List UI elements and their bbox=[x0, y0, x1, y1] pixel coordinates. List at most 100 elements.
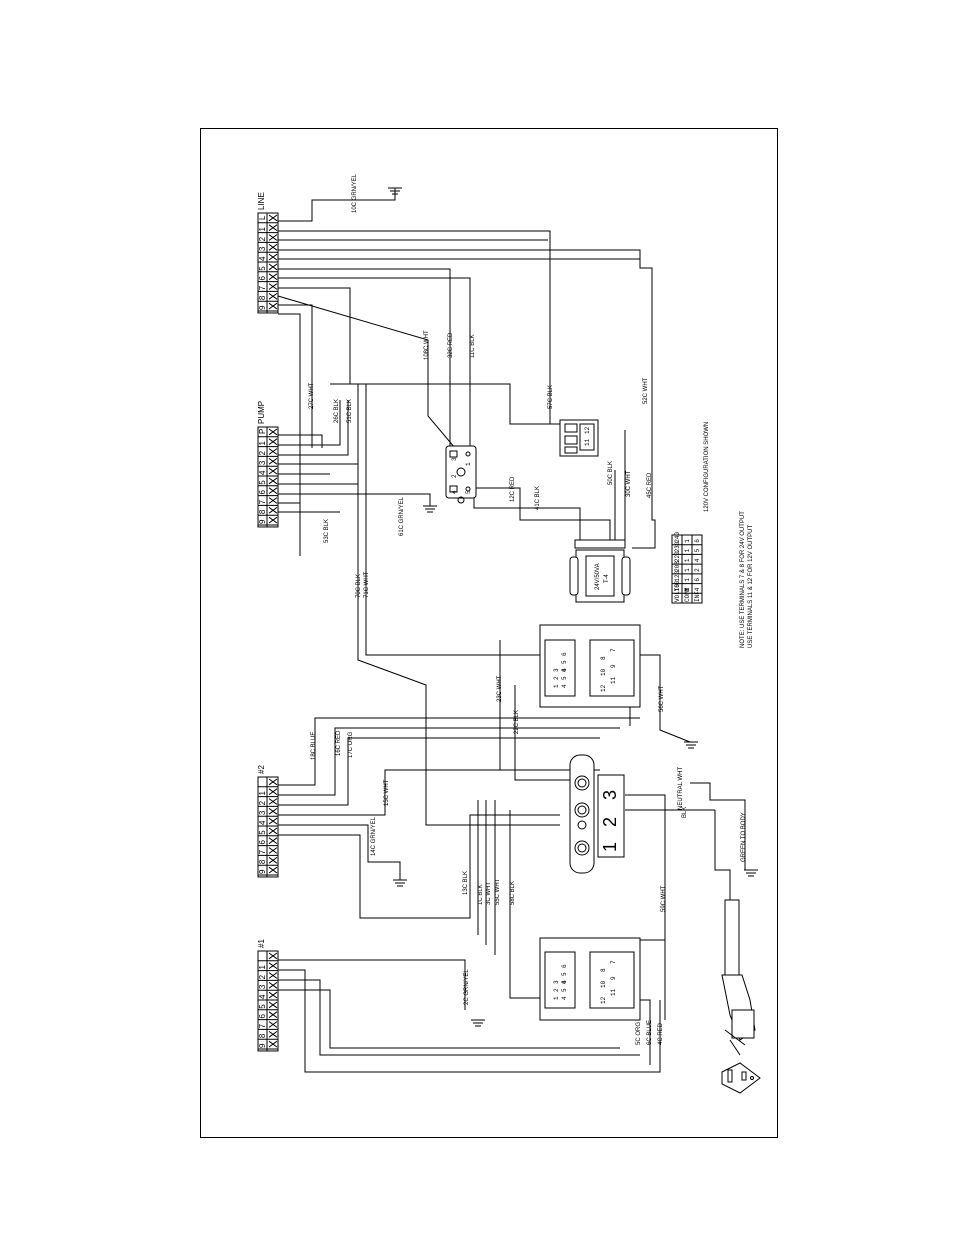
thermostat-number: 10 bbox=[600, 980, 607, 988]
relay-terminal-number: 4 bbox=[451, 490, 458, 494]
wire-label: 32C RED bbox=[448, 332, 454, 358]
table-cell: 1 bbox=[684, 587, 691, 591]
terminal-number: 5 bbox=[258, 266, 267, 271]
terminal-number: 9 bbox=[258, 869, 267, 874]
terminal-number: 9 bbox=[258, 1043, 267, 1048]
wire-label: 23C WHT bbox=[497, 675, 503, 702]
wire-label: 22C BLK bbox=[514, 710, 520, 734]
thermostat-number: 7 bbox=[610, 960, 617, 964]
thermostat-number: 9 bbox=[610, 664, 617, 668]
wire-label: 61C GRN/YEL bbox=[399, 496, 405, 536]
terminal-strips: 987654321LLINE987654321PPUMP987654321#29… bbox=[257, 192, 279, 1052]
wire-label: 51C BLK bbox=[347, 399, 353, 423]
thermostat-number: 8 bbox=[600, 656, 607, 660]
relay-terminal-number: 1 bbox=[465, 462, 472, 466]
terminal-title: LINE bbox=[257, 192, 266, 210]
thermostat-number: 4 bbox=[561, 980, 568, 984]
table-header: VOLTS bbox=[674, 584, 681, 602]
wire-label: 12C RED bbox=[510, 476, 516, 502]
terminal-number: 7 bbox=[258, 849, 267, 854]
wire-label: 2C GRN/YEL bbox=[464, 969, 470, 1005]
thermostat-number: 4 bbox=[561, 996, 568, 1000]
terminal-id: L bbox=[258, 215, 267, 220]
terminal-id: P bbox=[258, 429, 267, 434]
wire-label: 15C WHT bbox=[384, 779, 390, 806]
thermostat-number: 11 bbox=[610, 676, 617, 684]
table-cell: 6 bbox=[694, 578, 701, 582]
thermostat-number: 6 bbox=[561, 652, 568, 656]
terminal-number: 8 bbox=[258, 295, 267, 300]
note-line-1: NOTE: USE TERMINALS 7 & 8 FOR 24V OUTPUT bbox=[740, 511, 746, 648]
thermostat-number: 4 bbox=[561, 684, 568, 688]
terminal-number: 2 bbox=[258, 236, 267, 241]
thermostat-number: 1 bbox=[553, 684, 560, 688]
thermostat-number: 5 bbox=[561, 972, 568, 976]
terminal-number: 3 bbox=[258, 984, 267, 989]
table-cell: 208 bbox=[674, 561, 681, 572]
terminal-number: 3 bbox=[258, 246, 267, 251]
wire-label: 108C WHT bbox=[424, 330, 430, 360]
wire-label: 13C BLK bbox=[463, 871, 469, 895]
wire-label: 58C BLK bbox=[510, 881, 516, 905]
table-cell: 1 bbox=[684, 548, 691, 552]
thermostat-number: 3 bbox=[553, 668, 560, 672]
transformer-t4: 24V/50VA T-4 bbox=[569, 539, 631, 603]
table-cell: 4 bbox=[694, 587, 701, 591]
wire-label: 52C WHT bbox=[643, 377, 649, 404]
terminal-number: 4 bbox=[258, 994, 267, 999]
thermostat-number: 6 bbox=[561, 668, 568, 672]
thermostat-number: 5 bbox=[561, 676, 568, 680]
thermostat-number: 2 bbox=[553, 988, 560, 992]
wire-label: 70C BLK bbox=[356, 574, 362, 598]
thermostat-number: 11 bbox=[610, 988, 617, 996]
table-cell: 2 bbox=[694, 568, 701, 572]
wire-label: BLK bbox=[682, 807, 688, 818]
terminal-number: 5 bbox=[258, 480, 267, 485]
thermostat-number: 9 bbox=[610, 976, 617, 980]
wire-label: 1C BLK bbox=[478, 884, 484, 905]
note-line-2: USE TERMINALS 11 & 12 FOR 12V OUTPUT bbox=[748, 525, 754, 648]
wire-label: 30C WHT bbox=[626, 470, 632, 497]
terminal-number: 3 bbox=[258, 810, 267, 815]
wire-label: 6C BLUE bbox=[647, 1020, 653, 1045]
table-cell: 100 bbox=[674, 580, 681, 591]
thermostat-number: 7 bbox=[610, 648, 617, 652]
power-cord bbox=[721, 899, 756, 1056]
thermostat-number: 10 bbox=[600, 668, 607, 676]
wire-label: 11C BLK bbox=[470, 334, 476, 358]
table-cell: 230 bbox=[674, 541, 681, 552]
terminal-number: 9 bbox=[258, 519, 267, 524]
terminal-number: 3 bbox=[258, 460, 267, 465]
wire-label: 59C WHT bbox=[661, 885, 667, 912]
terminal-title: #2 bbox=[257, 765, 266, 774]
terminal-number: 4 bbox=[258, 470, 267, 475]
table-cell: 120 bbox=[674, 570, 681, 581]
terminal-number: 8 bbox=[258, 1033, 267, 1038]
transformer-label: 24V/50VA bbox=[595, 563, 601, 590]
table-header: INF bbox=[694, 591, 701, 602]
thermostat-number: 12 bbox=[600, 996, 607, 1004]
terminal-number: 8 bbox=[258, 509, 267, 514]
heater-terminal-number: 3 bbox=[600, 790, 620, 800]
thermostat-number: 12 bbox=[600, 684, 607, 692]
heater-terminal-number: 1 bbox=[600, 842, 620, 852]
terminal-number: 7 bbox=[258, 1023, 267, 1028]
terminal-title: #1 bbox=[257, 939, 266, 948]
wire-label: 17C ORG bbox=[348, 731, 354, 758]
terminal-number: 6 bbox=[258, 840, 267, 845]
terminal-number: 4 bbox=[258, 820, 267, 825]
wire-label: 45C RED bbox=[647, 472, 653, 498]
terminal-number: 7 bbox=[258, 499, 267, 504]
wires bbox=[277, 187, 758, 1073]
terminal-number: 1 bbox=[258, 441, 267, 446]
terminal-number: 9 bbox=[258, 305, 267, 310]
switch-number: 11 bbox=[584, 438, 591, 446]
